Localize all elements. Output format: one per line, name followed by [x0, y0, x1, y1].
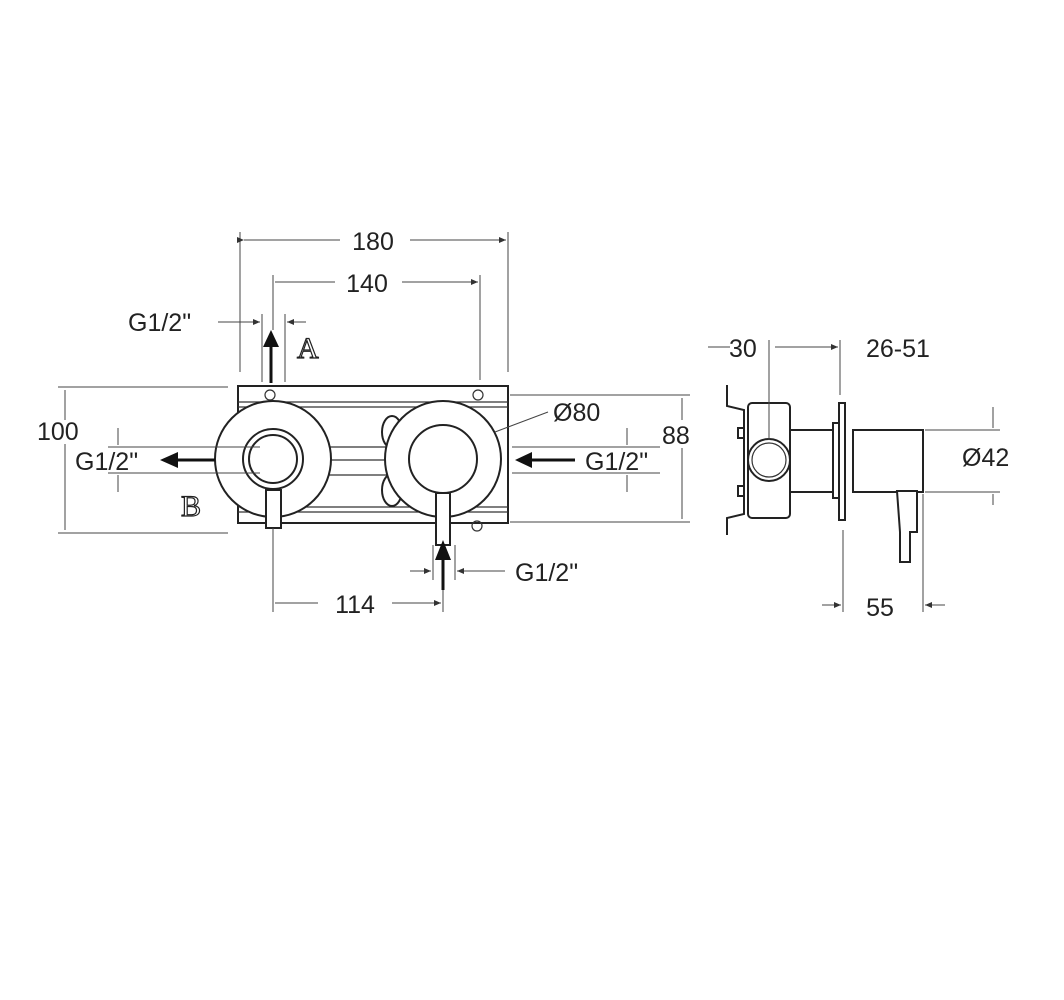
- dim-26-51: 26-51: [866, 335, 930, 363]
- mixer-lever: [435, 492, 451, 546]
- front-view: [214, 385, 509, 546]
- outlet-a-label: A: [297, 332, 319, 365]
- dim-55: 55: [866, 594, 894, 622]
- inlet-right-arrow: [515, 452, 532, 468]
- dim-rosette-diameter: Ø80: [553, 399, 600, 427]
- diverter-knob: [248, 434, 298, 484]
- outlet-b-arrow: [160, 452, 178, 468]
- screw-hole: [472, 389, 484, 401]
- dim-30: 30: [729, 335, 757, 363]
- dim-diameter-42: Ø42: [962, 444, 1009, 472]
- handle-cylinder: [852, 429, 924, 493]
- mounting-bracket: [726, 385, 745, 535]
- outlet-b-label: B: [181, 490, 201, 523]
- dim-140: 140: [346, 270, 388, 298]
- front-dimensions: 180 140 G1/2" A 100 G1/2" B G1/2": [37, 228, 690, 619]
- dim-114: 114: [335, 591, 375, 619]
- side-dimensions: 30 26-51 Ø42 55: [708, 335, 1009, 622]
- screw-hole: [471, 520, 483, 532]
- outlet-a-arrow: [263, 330, 279, 347]
- dim-88: 88: [662, 422, 690, 450]
- side-view: [726, 385, 924, 563]
- dim-100: 100: [37, 418, 79, 446]
- dim-bottom-thread: G1/2": [515, 559, 578, 587]
- dim-left-thread: G1/2": [75, 448, 138, 476]
- inlet-bottom-arrow: [435, 540, 451, 560]
- dim-right-thread: G1/2": [585, 448, 648, 476]
- screw-hole: [264, 389, 276, 401]
- dim-outlet-a-thread: G1/2": [128, 309, 191, 337]
- rosette-flange: [838, 402, 846, 521]
- side-lever: [895, 490, 918, 563]
- diverter-lever: [265, 489, 282, 529]
- dim-180: 180: [352, 228, 394, 256]
